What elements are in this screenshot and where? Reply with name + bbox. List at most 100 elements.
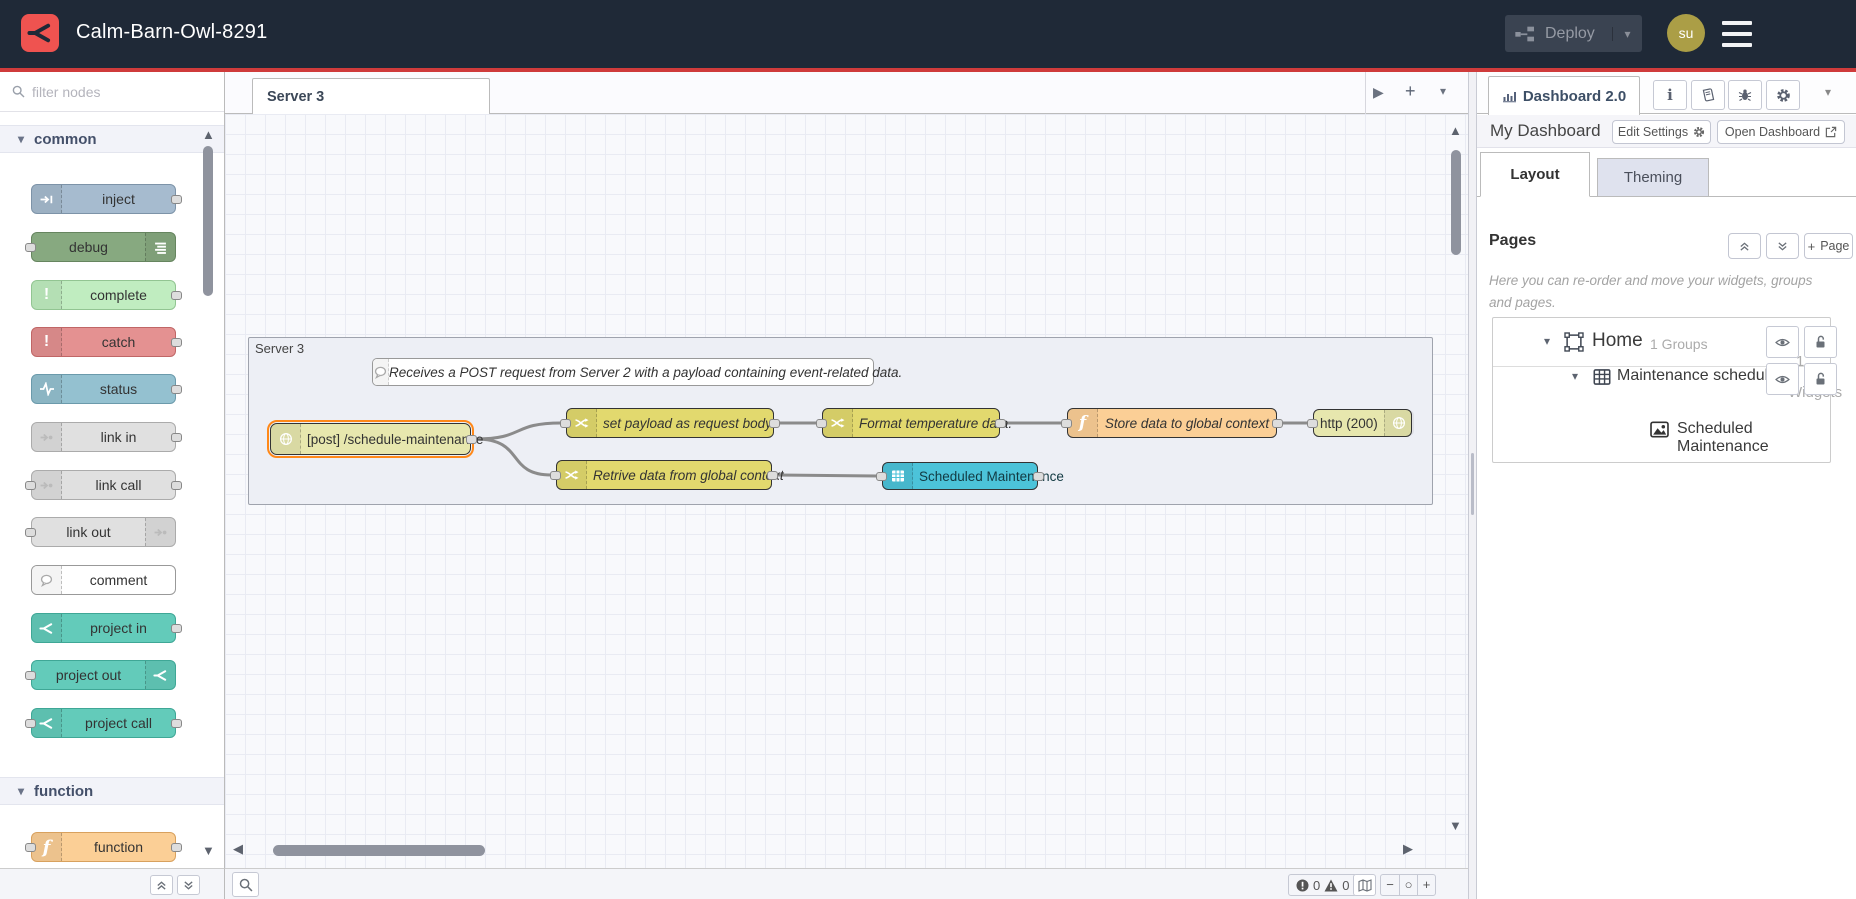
chevron-down-icon[interactable]: ▾ [1544,334,1551,348]
comment-node[interactable]: Receives a POST request from Server 2 wi… [372,358,902,386]
palette-search[interactable] [0,72,224,112]
input-port[interactable] [1061,419,1072,428]
canvas-hscrollbar-thumb[interactable] [273,845,485,856]
warning-count: 0 [1342,877,1350,893]
palette-scroll-up[interactable]: ▲ [202,127,215,142]
chevron-down-icon[interactable]: ▾ [1572,369,1579,383]
palette-node-project-call[interactable]: project call [25,708,182,738]
zoom-in-button[interactable]: + [1417,875,1435,895]
page-visibility-button[interactable] [1766,326,1799,358]
move-page-up-button[interactable] [1728,233,1761,259]
config-tab-button[interactable] [1766,80,1800,110]
input-port[interactable] [876,472,887,481]
edit-settings-button[interactable]: Edit Settings [1612,120,1711,144]
notification-counts[interactable]: 0 0 [1288,874,1358,896]
group-lock-button[interactable] [1804,363,1837,395]
output-port[interactable] [1033,472,1044,481]
add-flow-icon[interactable]: + [1405,81,1416,101]
canvas-scroll-left[interactable]: ◀ [233,841,243,856]
deploy-button[interactable]: Deploy ▾ [1505,15,1642,52]
sidebar-options-caret-icon[interactable]: ▾ [1825,85,1832,99]
error-count-icon [1296,879,1309,891]
debug-tab-button[interactable] [1728,80,1762,110]
deploy-options-caret[interactable]: ▾ [1612,26,1642,41]
palette-category-function[interactable]: ▾ function [0,777,224,805]
output-port [171,195,182,204]
palette-node-function[interactable]: f function [25,832,182,862]
output-port[interactable] [995,419,1006,428]
group-name[interactable]: Maintenance schedul... [1617,367,1782,384]
input-port[interactable] [816,419,827,428]
palette-node-complete[interactable]: ! complete [31,280,182,310]
input-port[interactable] [550,471,561,480]
splitter-handle[interactable] [1471,453,1474,515]
flow-node-set-payload[interactable]: set payload as request body [560,408,780,438]
sidebar-splitter[interactable] [1468,72,1477,899]
palette-filter-input[interactable] [32,83,182,100]
input-port[interactable] [1307,419,1318,428]
tab-layout[interactable]: Layout [1480,152,1590,197]
palette-node-link-call[interactable]: link call [25,470,182,500]
output-port[interactable] [767,471,778,480]
flow-node-http-in[interactable]: [post] /schedule-maintenance [267,420,483,458]
palette-expand-all-button[interactable] [177,875,200,895]
warning-count-icon [1324,879,1338,891]
tab-scroll-right-icon[interactable]: ▶ [1373,84,1384,100]
category-label: common [34,130,97,148]
workspace-tab-server3[interactable]: Server 3 [252,78,490,115]
palette-node-inject[interactable]: inject [31,184,182,214]
output-port[interactable] [466,435,477,444]
flow-list-caret-icon[interactable]: ▾ [1440,84,1447,98]
node-label: http (200) [1320,415,1378,431]
double-chevron-down-icon [184,880,193,890]
widget-name[interactable]: Scheduled Maintenance [1677,420,1769,455]
help-tab-button[interactable] [1691,80,1725,110]
palette-node-catch[interactable]: ! catch [31,327,182,357]
palette-node-link-in[interactable]: link in [31,422,182,452]
palette-scroll-down[interactable]: ▼ [202,843,215,858]
flow-node-ui-table[interactable]: Scheduled Maintenance [876,462,1064,490]
canvas-scroll-down[interactable]: ▼ [1449,818,1462,833]
add-page-button[interactable]: + Page [1804,233,1853,259]
palette-node-debug[interactable]: debug [25,232,176,262]
palette-node-project-out[interactable]: project out [25,660,176,690]
user-avatar[interactable]: su [1667,14,1705,52]
palette-node-status[interactable]: status [31,374,182,404]
input-port[interactable] [560,419,571,428]
flow-node-retrieve-global[interactable]: Retrive data from global context [550,460,784,490]
flow-canvas[interactable]: Server 3 Receives a POST request from Se… [225,114,1468,868]
palette-category-common[interactable]: ▾ common [0,125,224,153]
canvas-scroll-up[interactable]: ▲ [1449,123,1462,138]
palette-scrollbar-thumb[interactable] [203,146,213,296]
zoom-out-button[interactable]: − [1386,877,1394,892]
zoom-reset-button[interactable]: ○ [1399,875,1417,895]
flow-node-http-response[interactable]: http (200) [1307,409,1414,437]
comment-bubble-icon [32,566,62,594]
palette-node-project-in[interactable]: project in [31,613,182,643]
dashboard-header-row: My Dashboard Edit Settings Open Dashboar… [1477,115,1856,148]
flow-node-format-temperature[interactable]: Format temperature data. [816,408,1012,438]
dashboard-tree: ▾ Home 1 Groups 1 Widgets ▾ Maintenance … [1492,317,1842,463]
canvas-scroll-right[interactable]: ▶ [1403,841,1413,856]
page-name[interactable]: Home [1592,330,1643,351]
sidebar-tab-dashboard[interactable]: Dashboard 2.0 [1488,76,1640,115]
output-port[interactable] [1272,419,1283,428]
canvas-vscrollbar-thumb[interactable] [1451,150,1461,255]
main-menu-button[interactable] [1722,21,1752,47]
output-port[interactable] [769,419,780,428]
page-lock-button[interactable] [1804,326,1837,358]
navigator-button[interactable] [1353,874,1376,896]
open-dashboard-button[interactable]: Open Dashboard [1717,120,1845,144]
workspace-tab-label: Server 3 [267,89,325,105]
flow-node-store-global[interactable]: f Store data to global context [1061,408,1283,438]
tab-theming[interactable]: Theming [1597,158,1709,197]
info-tab-button[interactable]: i [1653,80,1687,110]
palette-node-link-out[interactable]: link out [25,517,176,547]
palette-node-comment[interactable]: comment [31,565,176,595]
palette-collapse-all-button[interactable] [150,875,173,895]
group-visibility-button[interactable] [1766,363,1799,395]
move-page-down-button[interactable] [1766,233,1799,259]
info-icon: i [1667,86,1673,104]
canvas-search-button[interactable] [232,872,259,897]
flowfuse-logo-icon[interactable] [21,14,59,52]
